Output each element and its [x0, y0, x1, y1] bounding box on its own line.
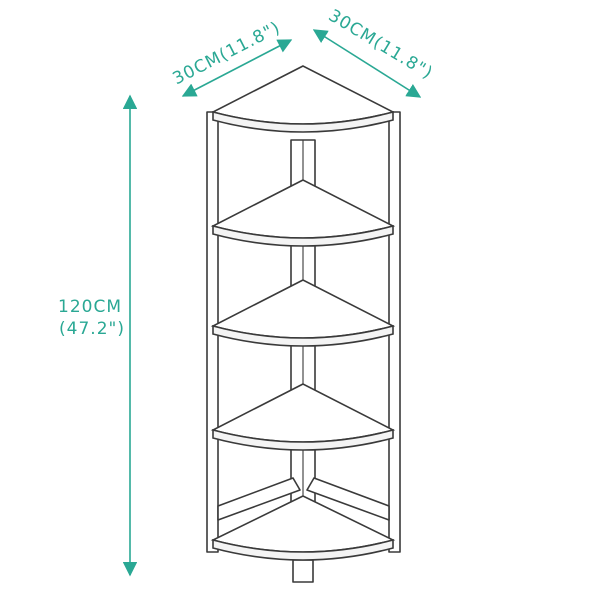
shelf-4 [210, 383, 396, 451]
shelf-5 [210, 495, 396, 561]
corner-shelf [206, 65, 401, 583]
back-foot [292, 559, 314, 583]
shelf-2 [210, 179, 396, 247]
height-in-label: (47.2") [59, 319, 125, 339]
height-dimension: 120CM (47.2") [58, 94, 138, 577]
width-left-dimension-line [181, 39, 293, 97]
shelf-1 [210, 65, 396, 133]
width-right-dimension-line [312, 29, 422, 98]
shelf-3 [210, 279, 396, 347]
right-brace [306, 477, 390, 521]
left-brace [217, 477, 301, 521]
width-left-label: 30CM(11.8") [170, 18, 284, 89]
height-cm-label: 120CM [58, 297, 122, 317]
